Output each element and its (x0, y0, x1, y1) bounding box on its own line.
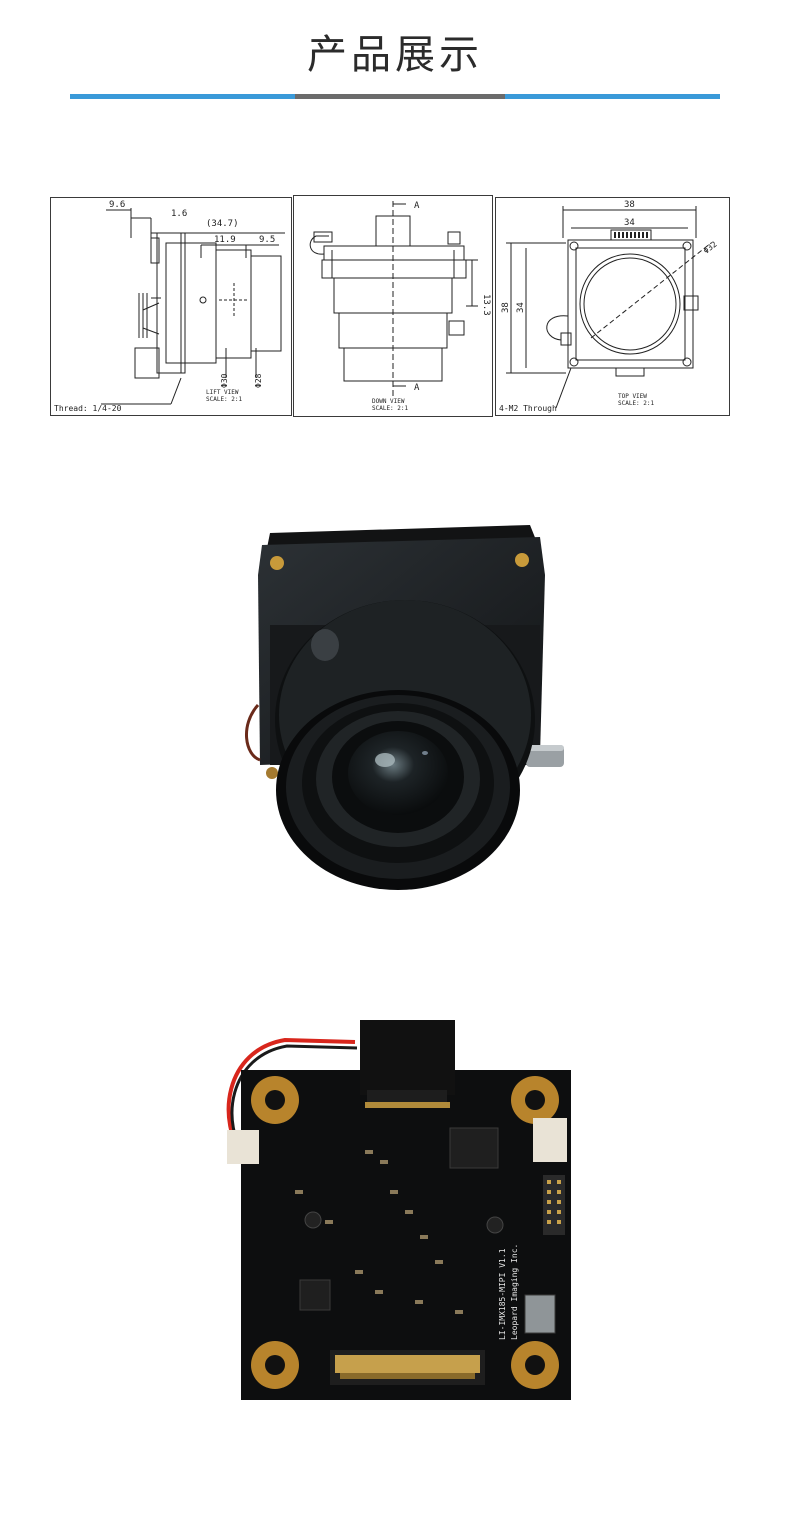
thread-note: Thread: 1/4-20 (54, 404, 122, 413)
title-underline-left (70, 94, 295, 99)
top-view-drawing: 38 34 38 34 Φ32 TOP VIEW SCALE: 2:1 4-M2… (499, 200, 719, 413)
dim-13-3: 13.3 (481, 294, 491, 316)
dim-11-9: 11.9 (214, 235, 236, 245)
through-hole-note: 4-M2 Through (499, 404, 557, 413)
top-view-label: TOP VIEW (618, 393, 647, 400)
dim-9-6: 9.6 (109, 200, 125, 210)
down-view-label: DOWN VIEW (372, 398, 405, 405)
pcb-silk-model: LI-IMX185-MIPI V1.1 (498, 1248, 507, 1340)
section-mark-a-top: A (414, 201, 420, 211)
drawing-down-view: A A 13.3 DOWN VIEW SCALE: 2:1 (293, 195, 493, 417)
dim-phi-28: Φ28 (254, 373, 263, 388)
section-mark-a-bottom: A (414, 383, 420, 393)
dim-1-6: 1.6 (171, 209, 187, 219)
drawing-left-view: 9.6 1.6 (34.7) 11.9 9.5 Φ30 Φ28 LIFT VIE… (50, 197, 292, 416)
dim-phi-32: Φ32 (702, 239, 719, 255)
camera-module-icon (244, 525, 564, 890)
dim-38-side: 38 (501, 302, 511, 313)
camera-module-photo (240, 515, 570, 915)
dim-34-top: 34 (624, 218, 635, 228)
drawing-top-view: 38 34 38 34 Φ32 TOP VIEW SCALE: 2:1 4-M2… (495, 197, 730, 416)
down-view-scale: SCALE: 2:1 (372, 405, 409, 412)
dim-phi-30: Φ30 (220, 373, 229, 388)
dim-38-top: 38 (624, 200, 635, 210)
left-view-label: LIFT VIEW (206, 389, 239, 396)
pcb-silk-maker: Leopard Imaging Inc. (510, 1244, 519, 1340)
dim-34-side: 34 (516, 302, 526, 313)
left-view-drawing: 9.6 1.6 (34.7) 11.9 9.5 Φ30 Φ28 LIFT VIE… (54, 200, 285, 413)
pcb-board-icon: LI-IMX185-MIPI V1.1 Leopard Imaging Inc. (226, 1020, 571, 1400)
down-view-drawing: A A 13.3 DOWN VIEW SCALE: 2:1 (309, 201, 491, 412)
pcb-board-photo: LI-IMX185-MIPI V1.1 Leopard Imaging Inc. (205, 1010, 595, 1410)
title-underline-middle (295, 94, 505, 99)
page-title: 产品展示 (307, 32, 483, 78)
left-view-scale: SCALE: 2:1 (206, 396, 243, 403)
top-view-scale: SCALE: 2:1 (618, 400, 655, 407)
title-underline-right (505, 94, 720, 99)
dim-9-5: 9.5 (259, 235, 275, 245)
dim-34-7: (34.7) (206, 219, 239, 229)
